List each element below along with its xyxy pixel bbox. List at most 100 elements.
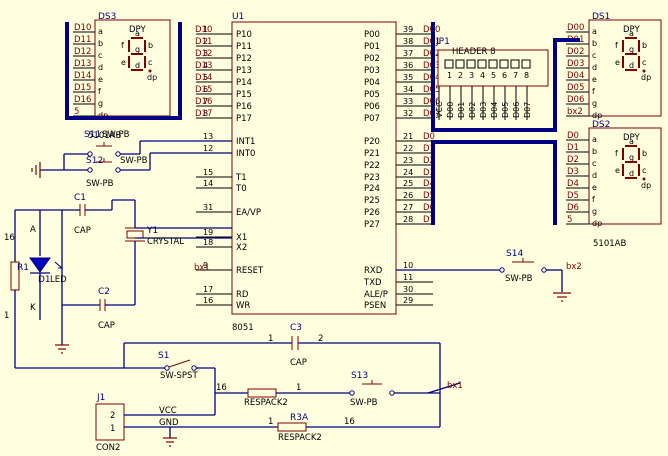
- display-pin-name: g: [98, 99, 103, 108]
- display-segment-label: a: [135, 29, 140, 38]
- ds2-ref: DS2: [592, 120, 610, 130]
- display-net-label: D11: [74, 35, 91, 45]
- svg-text:R3A: R3A: [290, 413, 309, 423]
- jp1-ref: JP1: [435, 37, 450, 47]
- svg-text:SW-PB: SW-PB: [120, 156, 148, 166]
- display-pin-name: a: [592, 135, 597, 144]
- u1-pin-number: 10: [403, 261, 413, 270]
- u1-pin-name: P13: [236, 66, 252, 76]
- display-pin-name: g: [592, 99, 597, 108]
- display-net-label: 5: [74, 107, 79, 117]
- switch-s14: S14 SW-PB bx2: [396, 249, 582, 292]
- display-net-label: D00: [567, 23, 584, 33]
- display-net-label: D03: [567, 59, 584, 69]
- display-segment-label: g: [629, 45, 634, 54]
- jp1-net-label: D06: [512, 102, 521, 118]
- u1-pin-number: 34: [403, 85, 413, 94]
- jp1-pin-number: 3: [469, 71, 474, 80]
- jp1-net-label: D05: [501, 102, 510, 118]
- svg-text:S13: S13: [351, 371, 368, 381]
- u1-left-pins: 1P102P113P124P135P146P157P168P1713INT112…: [195, 25, 264, 311]
- u1-pin-number: 21: [403, 132, 413, 141]
- u1-net-label: D11: [195, 37, 212, 47]
- capacitor-c1: C1 CAP: [74, 193, 135, 236]
- display-net-label: D14: [74, 71, 91, 81]
- u1-pin-name: P07: [364, 114, 380, 124]
- display-title: DPY: [623, 133, 640, 143]
- u1-net-label: D4: [423, 179, 435, 189]
- display-pin-name: c: [592, 51, 596, 60]
- display-pin-name: dp: [98, 111, 108, 120]
- u1-net-label: D1: [423, 144, 435, 154]
- u1-ref: U1: [232, 12, 244, 22]
- u1-pin-name: EA/VP: [236, 208, 261, 218]
- svg-text:C3: C3: [290, 323, 302, 333]
- display-net-label: D05: [567, 83, 584, 93]
- svg-text:SW-PB: SW-PB: [102, 130, 130, 140]
- u1-body: [231, 21, 397, 315]
- svg-text:1: 1: [4, 311, 9, 321]
- display-net-label: D16: [74, 95, 91, 105]
- u1-pin-name: INT0: [236, 149, 255, 159]
- capacitor-c3: C3 CAP 1 2: [124, 323, 441, 427]
- jp1-pin-number: 1: [447, 71, 452, 80]
- u1-pin-number: 24: [403, 168, 413, 177]
- u1-pin-name: ALE/P: [364, 290, 388, 300]
- display-dp: [642, 69, 646, 73]
- svg-text:SW-SPST: SW-SPST: [160, 371, 198, 381]
- svg-text:LED: LED: [50, 275, 67, 285]
- ds3-body: [94, 19, 171, 117]
- u1-pin-number: 29: [403, 296, 413, 305]
- display-net-label: D5: [567, 191, 579, 201]
- svg-text:S12: S12: [86, 156, 103, 166]
- jp1-net-label: D01: [457, 102, 466, 118]
- display-pin-name: a: [98, 27, 103, 36]
- u1-pin-name: P05: [364, 90, 380, 100]
- switch-s12: S12 SW-PB SW-PB: [40, 152, 232, 189]
- bus-u1-p0: [431, 22, 580, 132]
- u1-pin-number: 32: [403, 109, 413, 118]
- resistor-r1: R1 16 1: [4, 210, 124, 369]
- svg-text:R1: R1: [17, 263, 29, 273]
- u1-pin-number: 6: [203, 85, 208, 94]
- u1-pin-number: 14: [203, 179, 213, 188]
- u1-net-label: D5: [423, 191, 435, 201]
- u1-pin-name: P11: [236, 42, 252, 52]
- u1-pin-number: 16: [203, 296, 213, 305]
- jp1-pin: [466, 59, 476, 69]
- display-title: DPY: [129, 25, 146, 35]
- jp1-pin: [444, 59, 454, 69]
- display-segment-label: e: [615, 166, 620, 175]
- display-net-label: D3: [567, 167, 579, 177]
- u1-pin-name: WR: [236, 301, 250, 311]
- display-segment-label: d: [629, 61, 634, 70]
- jp1-pin-number: 2: [458, 71, 463, 80]
- crystal-y1: Y1 CRYSTAL: [125, 200, 232, 305]
- display-segment-label: d: [629, 169, 634, 178]
- display-net-label: D1: [567, 143, 579, 153]
- u1-pin-name: P06: [364, 102, 380, 112]
- u1-pin-number: 11: [403, 273, 413, 282]
- display-net-label: D15: [74, 83, 91, 93]
- jp1-pin: [477, 59, 487, 69]
- u1-pin-name: P23: [364, 173, 380, 183]
- svg-text:1: 1: [268, 334, 273, 344]
- u1-pin-number: 13: [203, 132, 213, 141]
- display-segment-label: e: [121, 58, 126, 67]
- jp1-pin: [510, 59, 520, 69]
- svg-text:GND: GND: [159, 418, 179, 428]
- u1-net-label: D6: [423, 203, 435, 213]
- u1-pin-name: P14: [236, 78, 252, 88]
- jp1-pin: [499, 59, 509, 69]
- bus-u1-p2: [431, 140, 557, 225]
- display-segment-label: b: [148, 41, 153, 50]
- svg-text:A: A: [30, 225, 36, 235]
- jp1-net-label: D02: [468, 102, 477, 118]
- ds1-body: [588, 19, 662, 117]
- ground-s14: [553, 292, 571, 302]
- display-segment-label: g: [135, 45, 140, 54]
- display-segment-label: c: [148, 58, 152, 67]
- jp1-pin-number: 4: [480, 71, 485, 80]
- u1-pin-number: 17: [203, 285, 213, 294]
- u1-pin-name: P26: [364, 208, 380, 218]
